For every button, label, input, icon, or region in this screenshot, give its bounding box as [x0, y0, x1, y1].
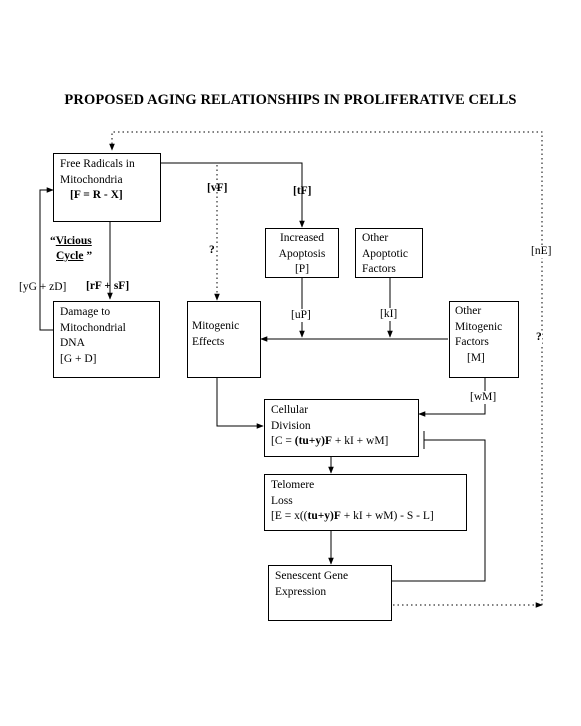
vicious-word: Vicious — [55, 235, 92, 247]
mitogenic-effects-line2: Effects — [192, 335, 225, 348]
label-nE: [nE] — [531, 245, 552, 258]
other-mitogenic-formula: [M] — [467, 351, 485, 364]
other-mitogenic-box: Other Mitogenic Factors [M] — [449, 301, 519, 378]
formula-part-c: + kI + wM) - S - L] — [340, 510, 434, 522]
other-apoptotic-line1: Other — [362, 232, 389, 244]
damage-box: Damage to Mitochondrial DNA [G + D] — [53, 301, 160, 378]
label-vF: [vF] — [207, 182, 228, 194]
label-question-vF: ? — [209, 244, 215, 256]
telomere-loss-formula: [E = x((tu+y)F + kI + wM) - S - L] — [271, 509, 460, 525]
label-rF-sF: [rF + sF] — [86, 280, 130, 292]
damage-line1: Damage to — [60, 306, 111, 318]
cellular-division-box: Cellular Division [C = (tu+y)F + kI + wM… — [264, 399, 419, 457]
telomere-loss-line1: Telomere — [271, 479, 315, 491]
cellular-division-formula: [C = (tu+y)F + kI + wM] — [271, 434, 412, 450]
free-radicals-line1: Free Radicals in — [60, 158, 135, 170]
label-uP: [uP] — [291, 309, 311, 322]
formula-part-b: tu+y)F — [307, 510, 341, 522]
arrow-other-mitogenic-to-division — [418, 378, 486, 417]
formula-part-a: [E = x(( — [271, 510, 308, 522]
quote-close: ” — [83, 250, 93, 262]
formula-part-a: [C = — [271, 435, 295, 447]
formula-part-b: (tu+y)F — [294, 435, 332, 447]
arrow-damage-to-free-radicals — [39, 187, 54, 331]
label-kI: [kI] — [380, 308, 398, 321]
senescent-line2: Expression — [275, 585, 327, 598]
apoptosis-box: Increased Apoptosis [P] — [265, 228, 339, 278]
other-mitogenic-line1: Other — [455, 305, 482, 317]
label-tF: [tF] — [293, 185, 312, 197]
cellular-division-line1: Cellular — [271, 404, 309, 416]
other-mitogenic-line3: Factors — [455, 336, 489, 348]
arrow-mitogenic-to-division — [216, 378, 264, 429]
cycle-word: Cycle — [56, 250, 84, 262]
free-radicals-formula: [F = R - X] — [70, 189, 123, 201]
other-mitogenic-line2: Mitogenic — [455, 320, 503, 333]
cellular-division-line2: Division — [271, 419, 311, 432]
free-radicals-line2: Mitochondria — [60, 173, 123, 186]
label-wM: [wM] — [470, 391, 497, 404]
apoptosis-line2: Apoptosis — [278, 247, 326, 260]
inhibit-senescent-to-division — [391, 439, 486, 582]
damage-line3: DNA — [60, 337, 85, 349]
other-apoptotic-line3: Factors — [362, 263, 396, 275]
mitogenic-effects-line1: Mitogenic — [192, 320, 240, 332]
apoptosis-formula: [P] — [294, 263, 310, 275]
damage-formula: [G + D] — [60, 352, 97, 365]
other-apoptotic-line2: Apoptotic — [362, 247, 408, 260]
apoptosis-line1: Increased — [279, 232, 325, 244]
formula-part-c: + kI + wM] — [331, 435, 389, 447]
other-apoptotic-box: Other Apoptotic Factors — [355, 228, 423, 278]
telomere-loss-line2: Loss — [271, 494, 293, 507]
diagram-title: PROPOSED AGING RELATIONSHIPS IN PROLIFER… — [64, 92, 517, 108]
quote-open: “ — [50, 235, 56, 247]
cycle-label: Cycle ” — [56, 250, 92, 263]
free-radicals-box: Free Radicals in Mitochondria [F = R - X… — [53, 153, 161, 222]
label-question-nE: ? — [536, 331, 542, 344]
damage-line2: Mitochondrial — [60, 321, 126, 334]
senescent-line1: Senescent Gene — [275, 570, 349, 582]
vicious-cycle-label: “Vicious — [50, 235, 92, 248]
arrow-free-radicals-to-apoptosis — [160, 162, 305, 228]
senescent-box: Senescent Gene Expression — [268, 565, 392, 621]
mitogenic-effects-box: Mitogenic Effects — [187, 301, 261, 378]
label-yG-zD: [yG + zD] — [19, 281, 67, 293]
telomere-loss-box: Telomere Loss [E = x((tu+y)F + kI + wM) … — [264, 474, 467, 531]
